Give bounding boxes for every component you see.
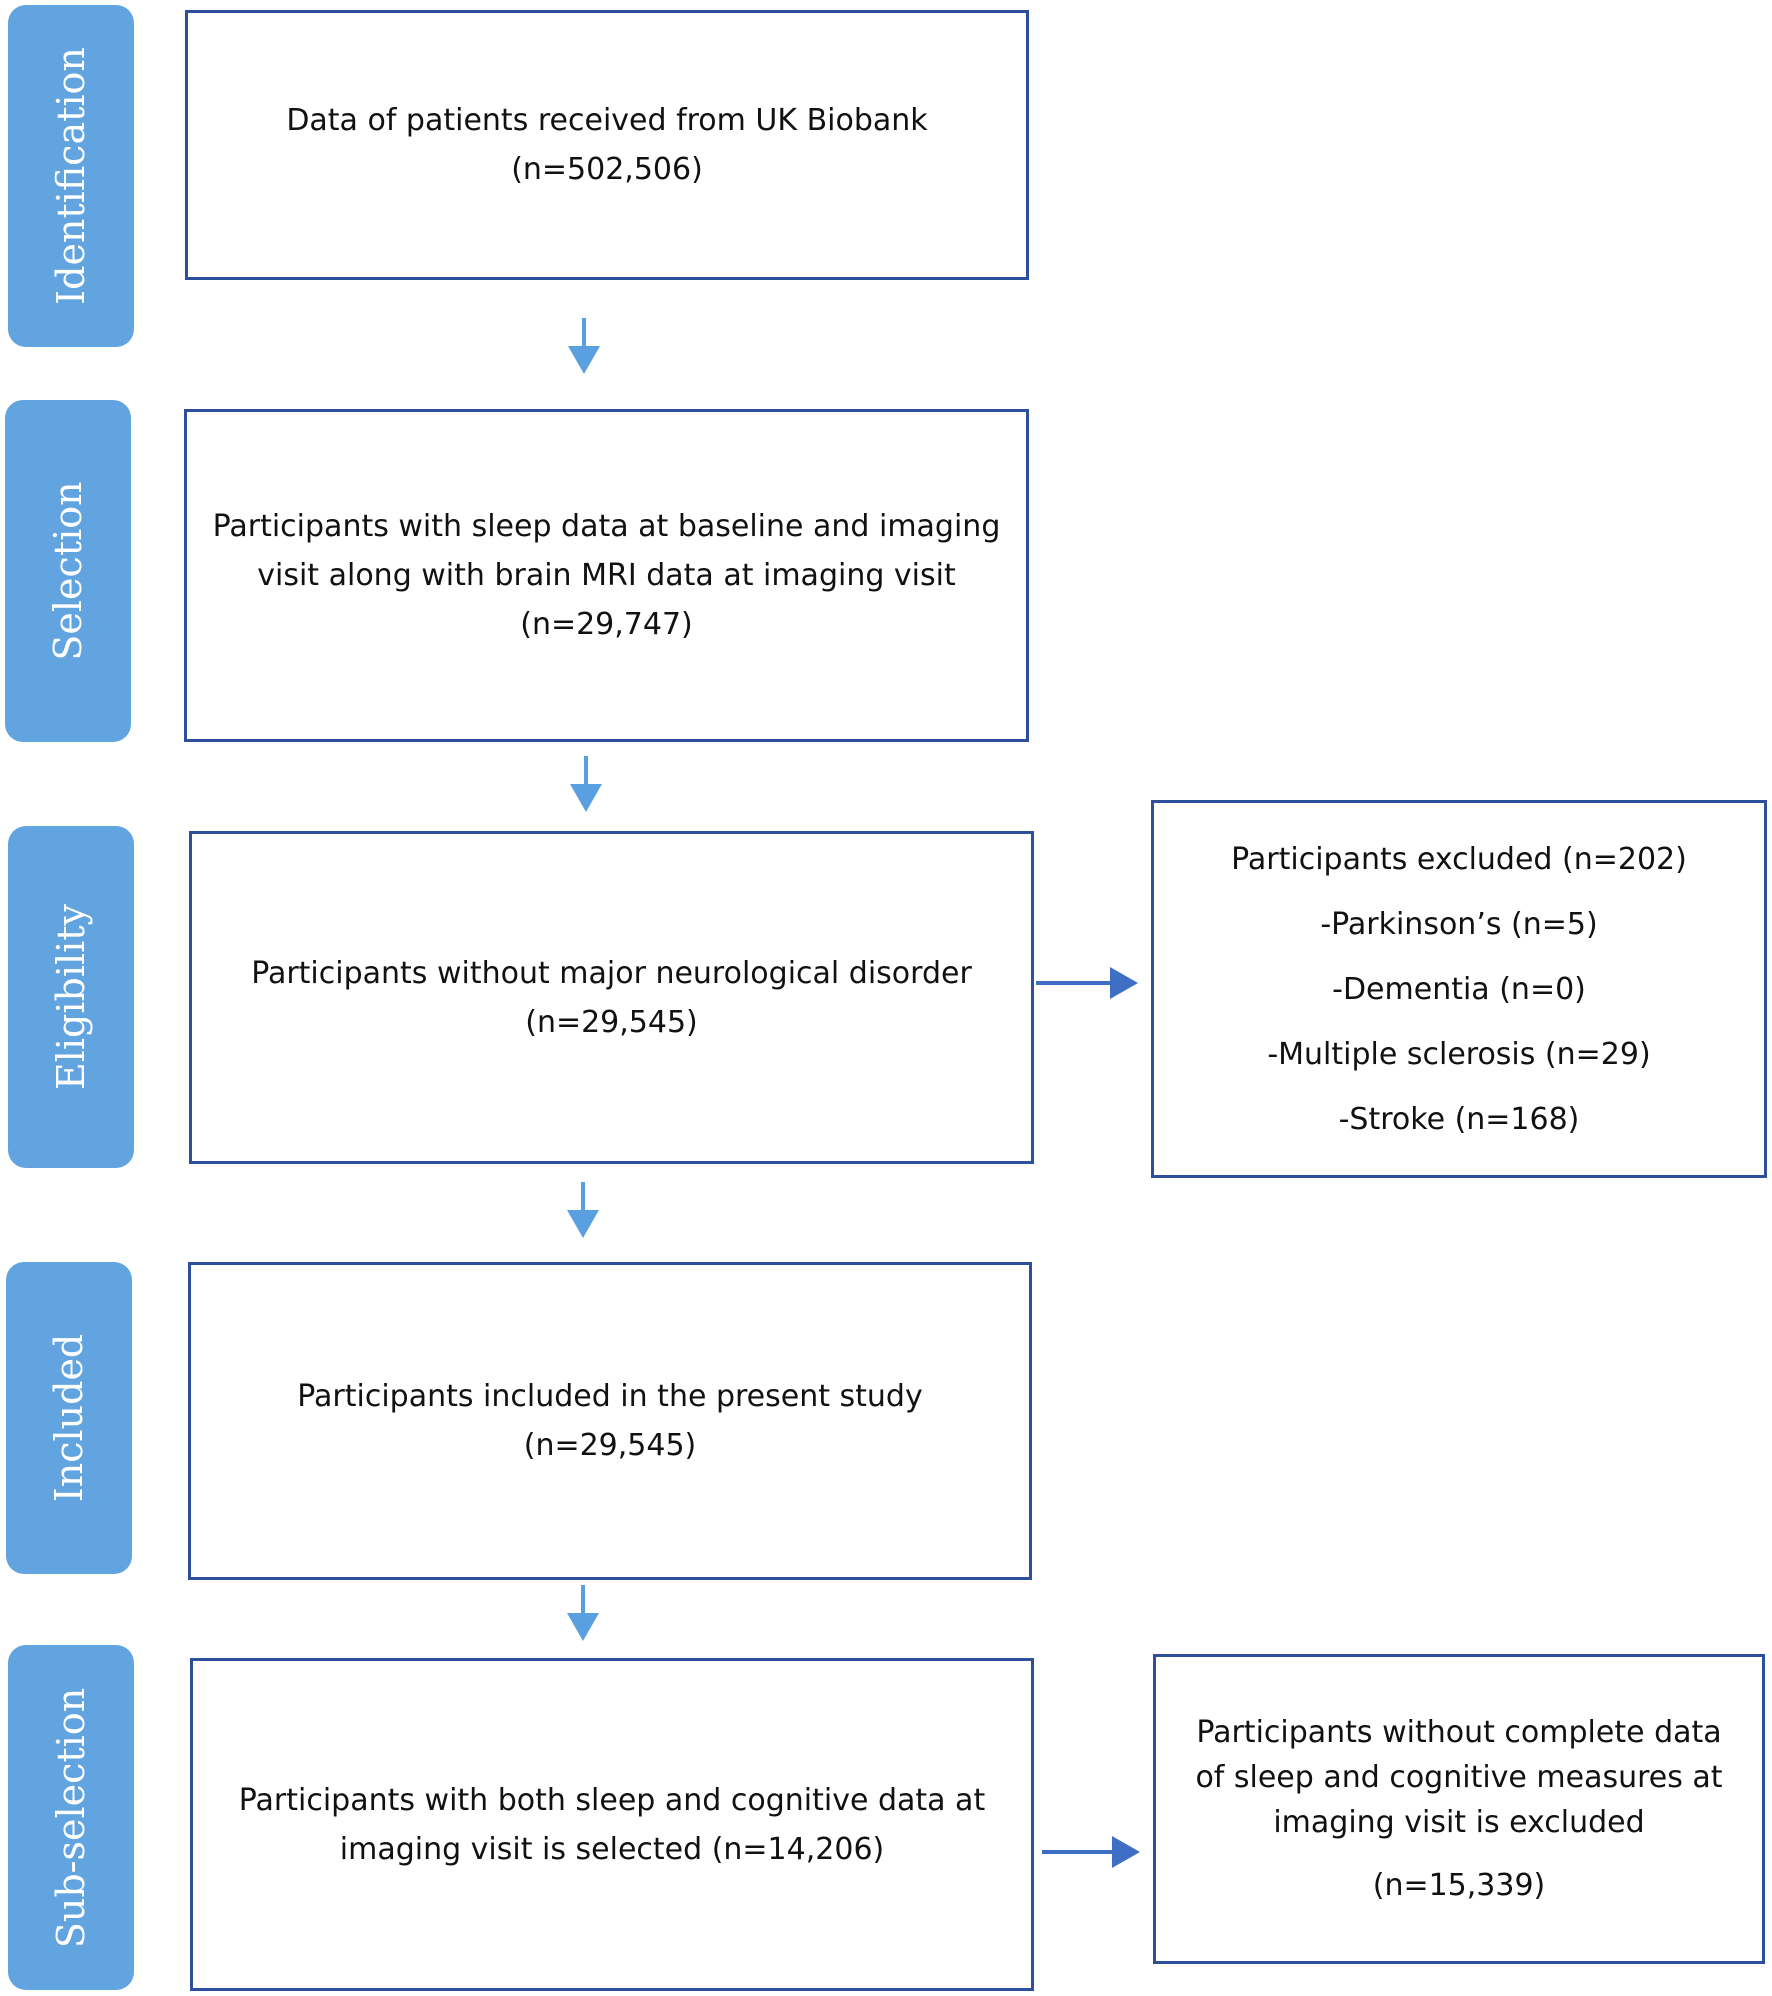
box-selection-line-3: (n=29,747) xyxy=(520,607,693,642)
box-selection: Participants with sleep data at baseline… xyxy=(184,409,1029,742)
excluded-stroke: -Stroke (n=168) xyxy=(1338,1101,1580,1137)
stage-identification: Identification xyxy=(8,5,134,347)
box-eligibility: Participants without major neurological … xyxy=(189,831,1034,1164)
box-identification-line-2: (n=502,506) xyxy=(511,152,703,187)
excluded-incomplete-line-3: imaging visit is excluded xyxy=(1273,1805,1645,1840)
stage-selection: Selection xyxy=(5,400,131,742)
excluded-multiple-sclerosis: -Multiple sclerosis (n=29) xyxy=(1267,1036,1651,1072)
box-eligibility-line-1: Participants without major neurological … xyxy=(251,955,972,991)
box-included-line-1: Participants included in the present stu… xyxy=(297,1379,923,1414)
excluded-incomplete-line-2: of sleep and cognitive measures at xyxy=(1195,1760,1723,1795)
box-selection-line-1: Participants with sleep data at baseline… xyxy=(212,509,1001,544)
box-excluded-incomplete: Participants without complete data of sl… xyxy=(1153,1654,1765,1964)
excluded-incomplete-line-1: Participants without complete data xyxy=(1196,1715,1722,1750)
excluded-parkinsons: -Parkinson’s (n=5) xyxy=(1320,906,1598,942)
stage-sub-selection: Sub-selection xyxy=(8,1645,134,1990)
box-sub-selection-line-1: Participants with both sleep and cogniti… xyxy=(238,1782,986,1818)
excluded-dementia: -Dementia (n=0) xyxy=(1332,971,1586,1007)
excluded-incomplete-count: (n=15,339) xyxy=(1372,1868,1546,1903)
stage-included: Included xyxy=(6,1262,132,1574)
box-sub-selection-line-2: imaging visit is selected (n=14,206) xyxy=(339,1831,885,1867)
box-identification: Data of patients received from UK Bioban… xyxy=(185,10,1029,280)
box-included: Participants included in the present stu… xyxy=(188,1262,1032,1580)
box-sub-selection: Participants with both sleep and cogniti… xyxy=(190,1658,1034,1991)
box-excluded-neurological: Participants excluded (n=202) -Parkinson… xyxy=(1151,800,1767,1178)
box-selection-line-2: visit along with brain MRI data at imagi… xyxy=(257,558,956,593)
stage-eligibility: Eligibility xyxy=(8,826,134,1168)
box-eligibility-line-2: (n=29,545) xyxy=(525,1004,698,1040)
box-identification-line-1: Data of patients received from UK Bioban… xyxy=(286,103,928,138)
excluded-total: Participants excluded (n=202) xyxy=(1231,841,1687,877)
box-included-line-2: (n=29,545) xyxy=(523,1428,697,1463)
